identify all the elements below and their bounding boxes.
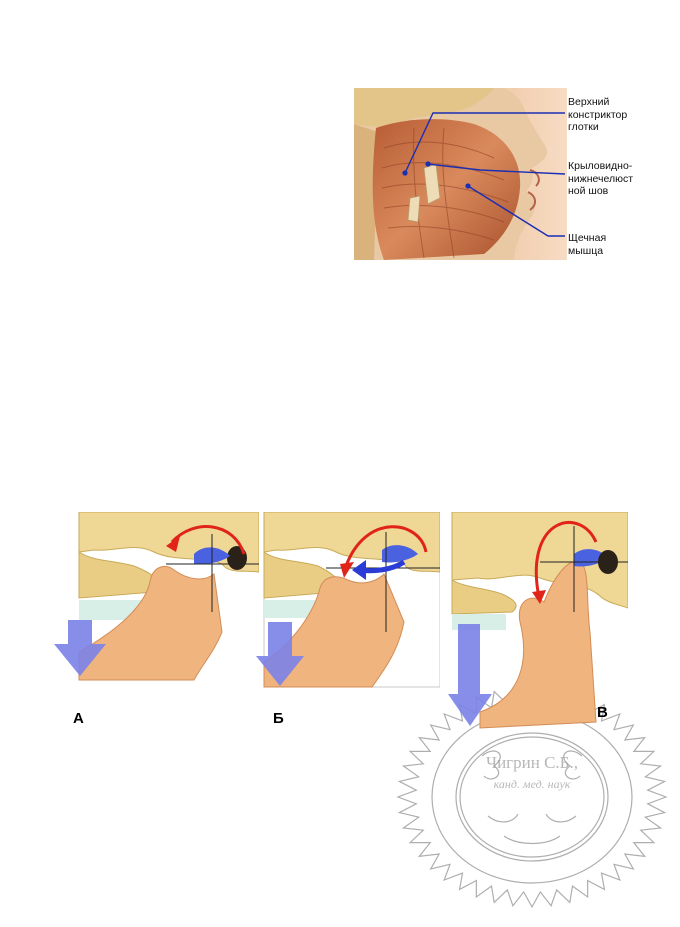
- panel-letter-b: Б: [273, 710, 284, 727]
- leader-line-buccinator: [467, 185, 565, 237]
- label-line: констриктор: [568, 108, 628, 121]
- point-buccinator: [465, 183, 471, 189]
- point-raphe: [425, 161, 431, 167]
- label-pterygomandibular-raphe: Крыловидно- нижнечелюст ной шов: [568, 160, 633, 198]
- label-line: Щечная: [568, 232, 607, 244]
- label-line: Верхний: [568, 96, 610, 108]
- label-line: нижнечелюст: [568, 172, 633, 185]
- jaw-panel-c: [440, 512, 628, 730]
- jaw-panel-a: [54, 512, 259, 682]
- label-line: мышца: [568, 244, 604, 257]
- stamp-name: Чигрин С.Б.,: [486, 753, 578, 772]
- label-line: ной шов: [568, 185, 609, 197]
- jaw-illustration-a: [54, 512, 259, 681]
- panel-letter-a: А: [73, 710, 84, 727]
- label-line: Крыловидно-: [568, 160, 633, 172]
- label-superior-constrictor: Верхний констриктор глотки: [568, 96, 627, 134]
- jaw-panel-b: [254, 512, 440, 690]
- leader-lines: [402, 112, 566, 237]
- point-constrictor: [402, 170, 408, 176]
- panel-letter-c: В: [597, 704, 608, 721]
- leader-line-raphe: [427, 163, 566, 175]
- stamp-degree: канд. мед. наук: [494, 777, 571, 791]
- leader-line-constrictor: [404, 112, 565, 174]
- jaw-illustration-b: [256, 512, 440, 688]
- jaw-illustration-c: [448, 512, 628, 729]
- label-line: глотки: [568, 121, 599, 133]
- muscle-illustration: [354, 88, 567, 260]
- label-buccinator: Щечная мышца: [568, 232, 606, 257]
- muscle-figure: [354, 88, 567, 260]
